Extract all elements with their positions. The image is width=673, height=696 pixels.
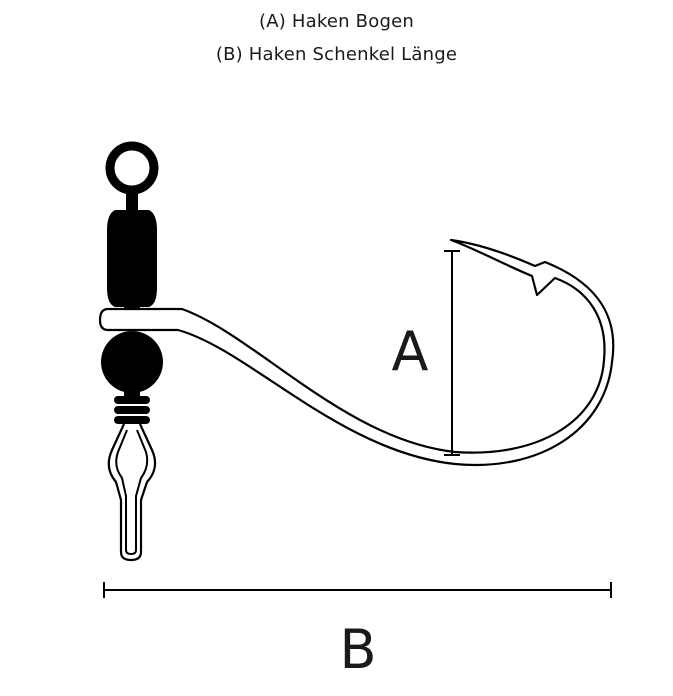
swivel-ring bbox=[105, 141, 159, 195]
swivel-neck bbox=[126, 188, 138, 210]
bead bbox=[101, 331, 163, 393]
legend-a: (A) Haken Bogen bbox=[259, 11, 414, 32]
hook-shank bbox=[98, 238, 615, 467]
dimension-a-label: A bbox=[392, 320, 429, 383]
bead-neck bbox=[124, 390, 140, 400]
stopper-ring-2 bbox=[114, 406, 150, 414]
stopper-ring-3 bbox=[114, 416, 150, 424]
stopper-ring-1 bbox=[114, 396, 150, 404]
snap-clip bbox=[107, 423, 157, 562]
legend-b: (B) Haken Schenkel Länge bbox=[215, 44, 458, 65]
snap-clip-inner bbox=[115, 429, 149, 555]
dimension-b-label: B bbox=[339, 618, 376, 681]
swivel-barrel bbox=[107, 210, 157, 307]
